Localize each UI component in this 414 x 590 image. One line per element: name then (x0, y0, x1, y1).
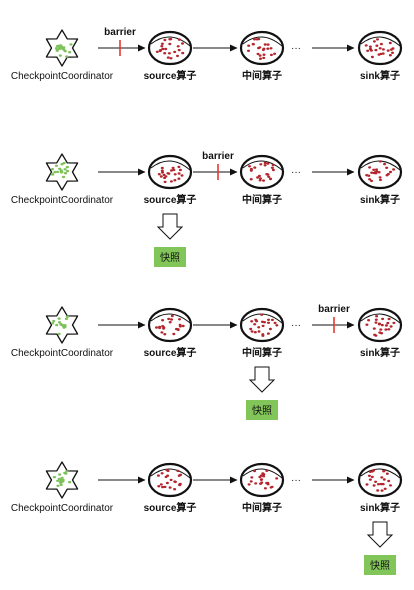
coordinator-label: CheckpointCoordinator (11, 503, 114, 514)
source-operator (147, 30, 193, 66)
sink-operator (357, 30, 403, 66)
middle-label: 中间算子 (242, 346, 282, 359)
checkpoint-coordinator-icon (45, 29, 79, 67)
ellipsis: ··· (291, 43, 301, 54)
barrier-marker: barrier (202, 151, 234, 180)
checkpoint-coordinator-icon (45, 153, 79, 191)
down-arrow-icon (366, 521, 394, 548)
sink-label: sink算子 (360, 193, 400, 206)
coordinator-label: CheckpointCoordinator (11, 71, 114, 82)
snapshot-label: 快照 (160, 252, 180, 264)
coordinator-label: CheckpointCoordinator (11, 348, 114, 359)
snapshot-box (364, 555, 396, 575)
middle-operator (239, 30, 285, 66)
barrier-label: barrier (104, 27, 136, 38)
snapshot-box (154, 247, 186, 267)
source-label: source算子 (144, 193, 197, 206)
source-label: source算子 (144, 501, 197, 514)
checkpoint-coordinator-icon (45, 461, 79, 499)
source-operator (147, 462, 193, 498)
coordinator-label: CheckpointCoordinator (11, 195, 114, 206)
sink-label: sink算子 (360, 69, 400, 82)
middle-operator (239, 154, 285, 190)
sink-operator (357, 462, 403, 498)
sink-operator (357, 307, 403, 343)
stage-3: CheckpointCoordinator source算子 中间算子 ··· sink… (11, 304, 403, 420)
ellipsis: ··· (291, 167, 301, 178)
checkpoint-coordinator-icon (45, 306, 79, 344)
down-arrow-icon (156, 213, 184, 240)
source-label: source算子 (144, 346, 197, 359)
barrier-marker: barrier (318, 304, 350, 333)
snapshot-label: 快照 (370, 560, 390, 572)
snapshot-group: 快照 (246, 366, 278, 420)
snapshot-group: 快照 (154, 213, 186, 267)
source-label: source算子 (144, 69, 197, 82)
sink-label: sink算子 (360, 346, 400, 359)
barrier-label: barrier (202, 151, 234, 162)
barrier-label: barrier (318, 304, 350, 315)
down-arrow-icon (248, 366, 276, 393)
middle-label: 中间算子 (242, 501, 282, 514)
sink-label: sink算子 (360, 501, 400, 514)
snapshot-box (246, 400, 278, 420)
ellipsis: ··· (291, 320, 301, 331)
snapshot-group: 快照 (364, 521, 396, 575)
sink-operator (357, 154, 403, 190)
barrier-marker: barrier (104, 27, 136, 56)
source-operator (147, 307, 193, 343)
middle-operator (239, 462, 285, 498)
middle-label: 中间算子 (242, 69, 282, 82)
ellipsis: ··· (291, 475, 301, 486)
stage-2: CheckpointCoordinator source算子 中间算子 ··· sink… (11, 151, 403, 267)
middle-label: 中间算子 (242, 193, 282, 206)
stage-1: CheckpointCoordinator source算子 中间算子 ··· sink… (11, 27, 403, 82)
snapshot-label: 快照 (252, 405, 272, 417)
middle-operator (239, 307, 285, 343)
source-operator (147, 154, 193, 190)
stage-4: CheckpointCoordinator source算子 中间算子 ··· sink… (11, 461, 403, 575)
